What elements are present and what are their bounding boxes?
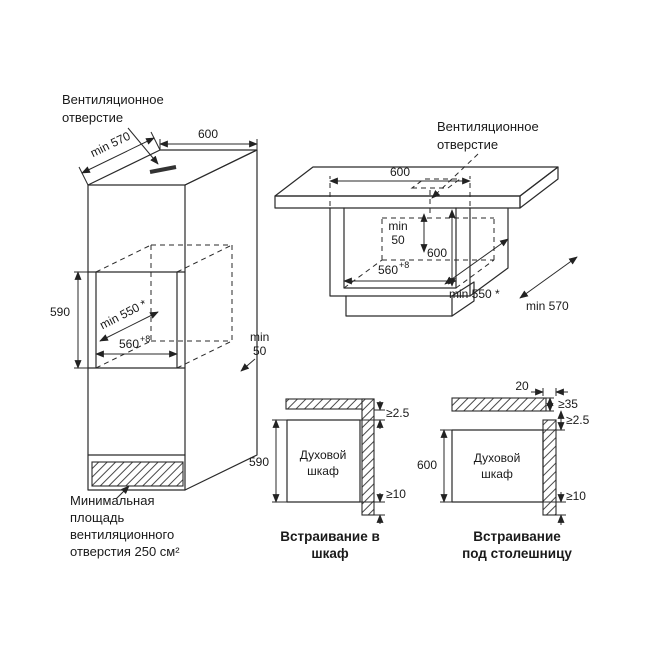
depth-dim-label: min 570 [88,129,133,160]
vent-label-leader [431,153,479,199]
wall-dim-label: 20 [515,379,529,393]
countertop-installation-view: Вентиляционное отверстие 600 min 50 600 … [274,119,578,317]
oven-niche-opening [87,271,186,369]
top-vent-opening-mark [149,165,177,174]
depth-dim-line [519,256,578,299]
rear-gap-label-line1: min [250,330,269,344]
depth-dim-extensions [78,131,161,186]
niche-height-label: 600 [427,246,447,260]
vent-area-leader [115,485,130,500]
height-dim-label: 600 [417,458,437,472]
vent-area-note-line3: вентиляционного [70,527,174,542]
countertop-panel [451,397,547,412]
base-plinth-side [451,281,475,317]
column-installation-view: Вентиляционное отверстие min 570 600 590… [50,92,269,559]
oven-label-line2: шкаф [307,464,339,478]
oven-label-line1: Духовой [300,448,347,462]
top-gap-label: ≥2.5 [386,406,410,420]
niche-depth-dim-line [99,311,159,342]
niche-depth-label: min 550 * [449,287,500,301]
niche-depth-dashed-lines [95,244,233,369]
bottom-gap-label: ≥10 [566,489,586,503]
width-dim-dashed-extensions [329,176,471,206]
vent-label-line1: Вентиляционное [437,119,539,134]
vent-area-note-line1: Минимальная [70,493,155,508]
vent-label-line2: отверстие [437,137,498,152]
cabinet-top-panel [285,398,375,410]
oven-label-line2: шкаф [481,467,513,481]
oven-outline [451,429,544,503]
vent-label-line2: отверстие [62,110,123,125]
base-niche-dashed-depth [343,217,495,289]
niche-depth-dim-line [444,238,509,285]
caption-line2: под столешницу [462,546,572,561]
top-clearance-label: ≥35 [558,397,578,411]
width-dim-label: 600 [390,165,410,179]
rear-gap-leader [240,358,256,372]
wall-dim-extensions [542,388,557,396]
niche-width-label: 560 [119,337,139,351]
rear-gap-label-line2: 50 [391,233,405,247]
caption-line2: шкаф [311,546,349,561]
niche-height-extensions [74,271,88,369]
vent-area-note-line4: отверстия 250 см² [70,544,180,559]
countertop-side-face [519,166,559,209]
niche-height-label: 590 [50,305,70,319]
depth-dim-label: min 570 [526,299,569,313]
oven-label-line1: Духовой [474,451,521,465]
rear-wall [542,419,557,516]
cabinet-section-view: Духовой шкаф 590 ≥2.5 ≥10 Встраивание в … [249,398,410,561]
cabinet-right-face [184,149,258,491]
height-dim-extensions [440,429,452,503]
countertop-section-view: Духовой шкаф 600 20 ≥35 ≥2.5 ≥10 Встраив… [417,379,590,561]
base-plinth-front [345,295,453,317]
top-gap-label: ≥2.5 [566,413,590,427]
niche-width-label: 560 [378,263,398,277]
oven-outline [286,419,361,503]
depth-dim-line [81,137,155,174]
niche-width-tolerance: +8 [140,334,150,344]
countertop-front-face [274,195,521,209]
rear-gap-label-line2: 50 [253,344,267,358]
caption-line1: Встраивание в [280,529,380,544]
vent-label-line1: Вентиляционное [62,92,164,107]
height-dim-extensions [272,419,287,503]
height-dim-label: 590 [249,455,269,469]
cabinet-side-wall [361,398,375,516]
bottom-gap-label: ≥10 [386,487,406,501]
vent-area-note-line2: площадь [70,510,125,525]
niche-depth-label: min 550 * [97,297,149,333]
niche-width-tolerance: +8 [399,260,409,270]
width-dim-label: 600 [198,127,218,141]
caption-line1: Встраивание [473,529,561,544]
bottom-vent-opening-hatch [91,461,184,487]
rear-gap-label-line1: min [388,219,407,233]
